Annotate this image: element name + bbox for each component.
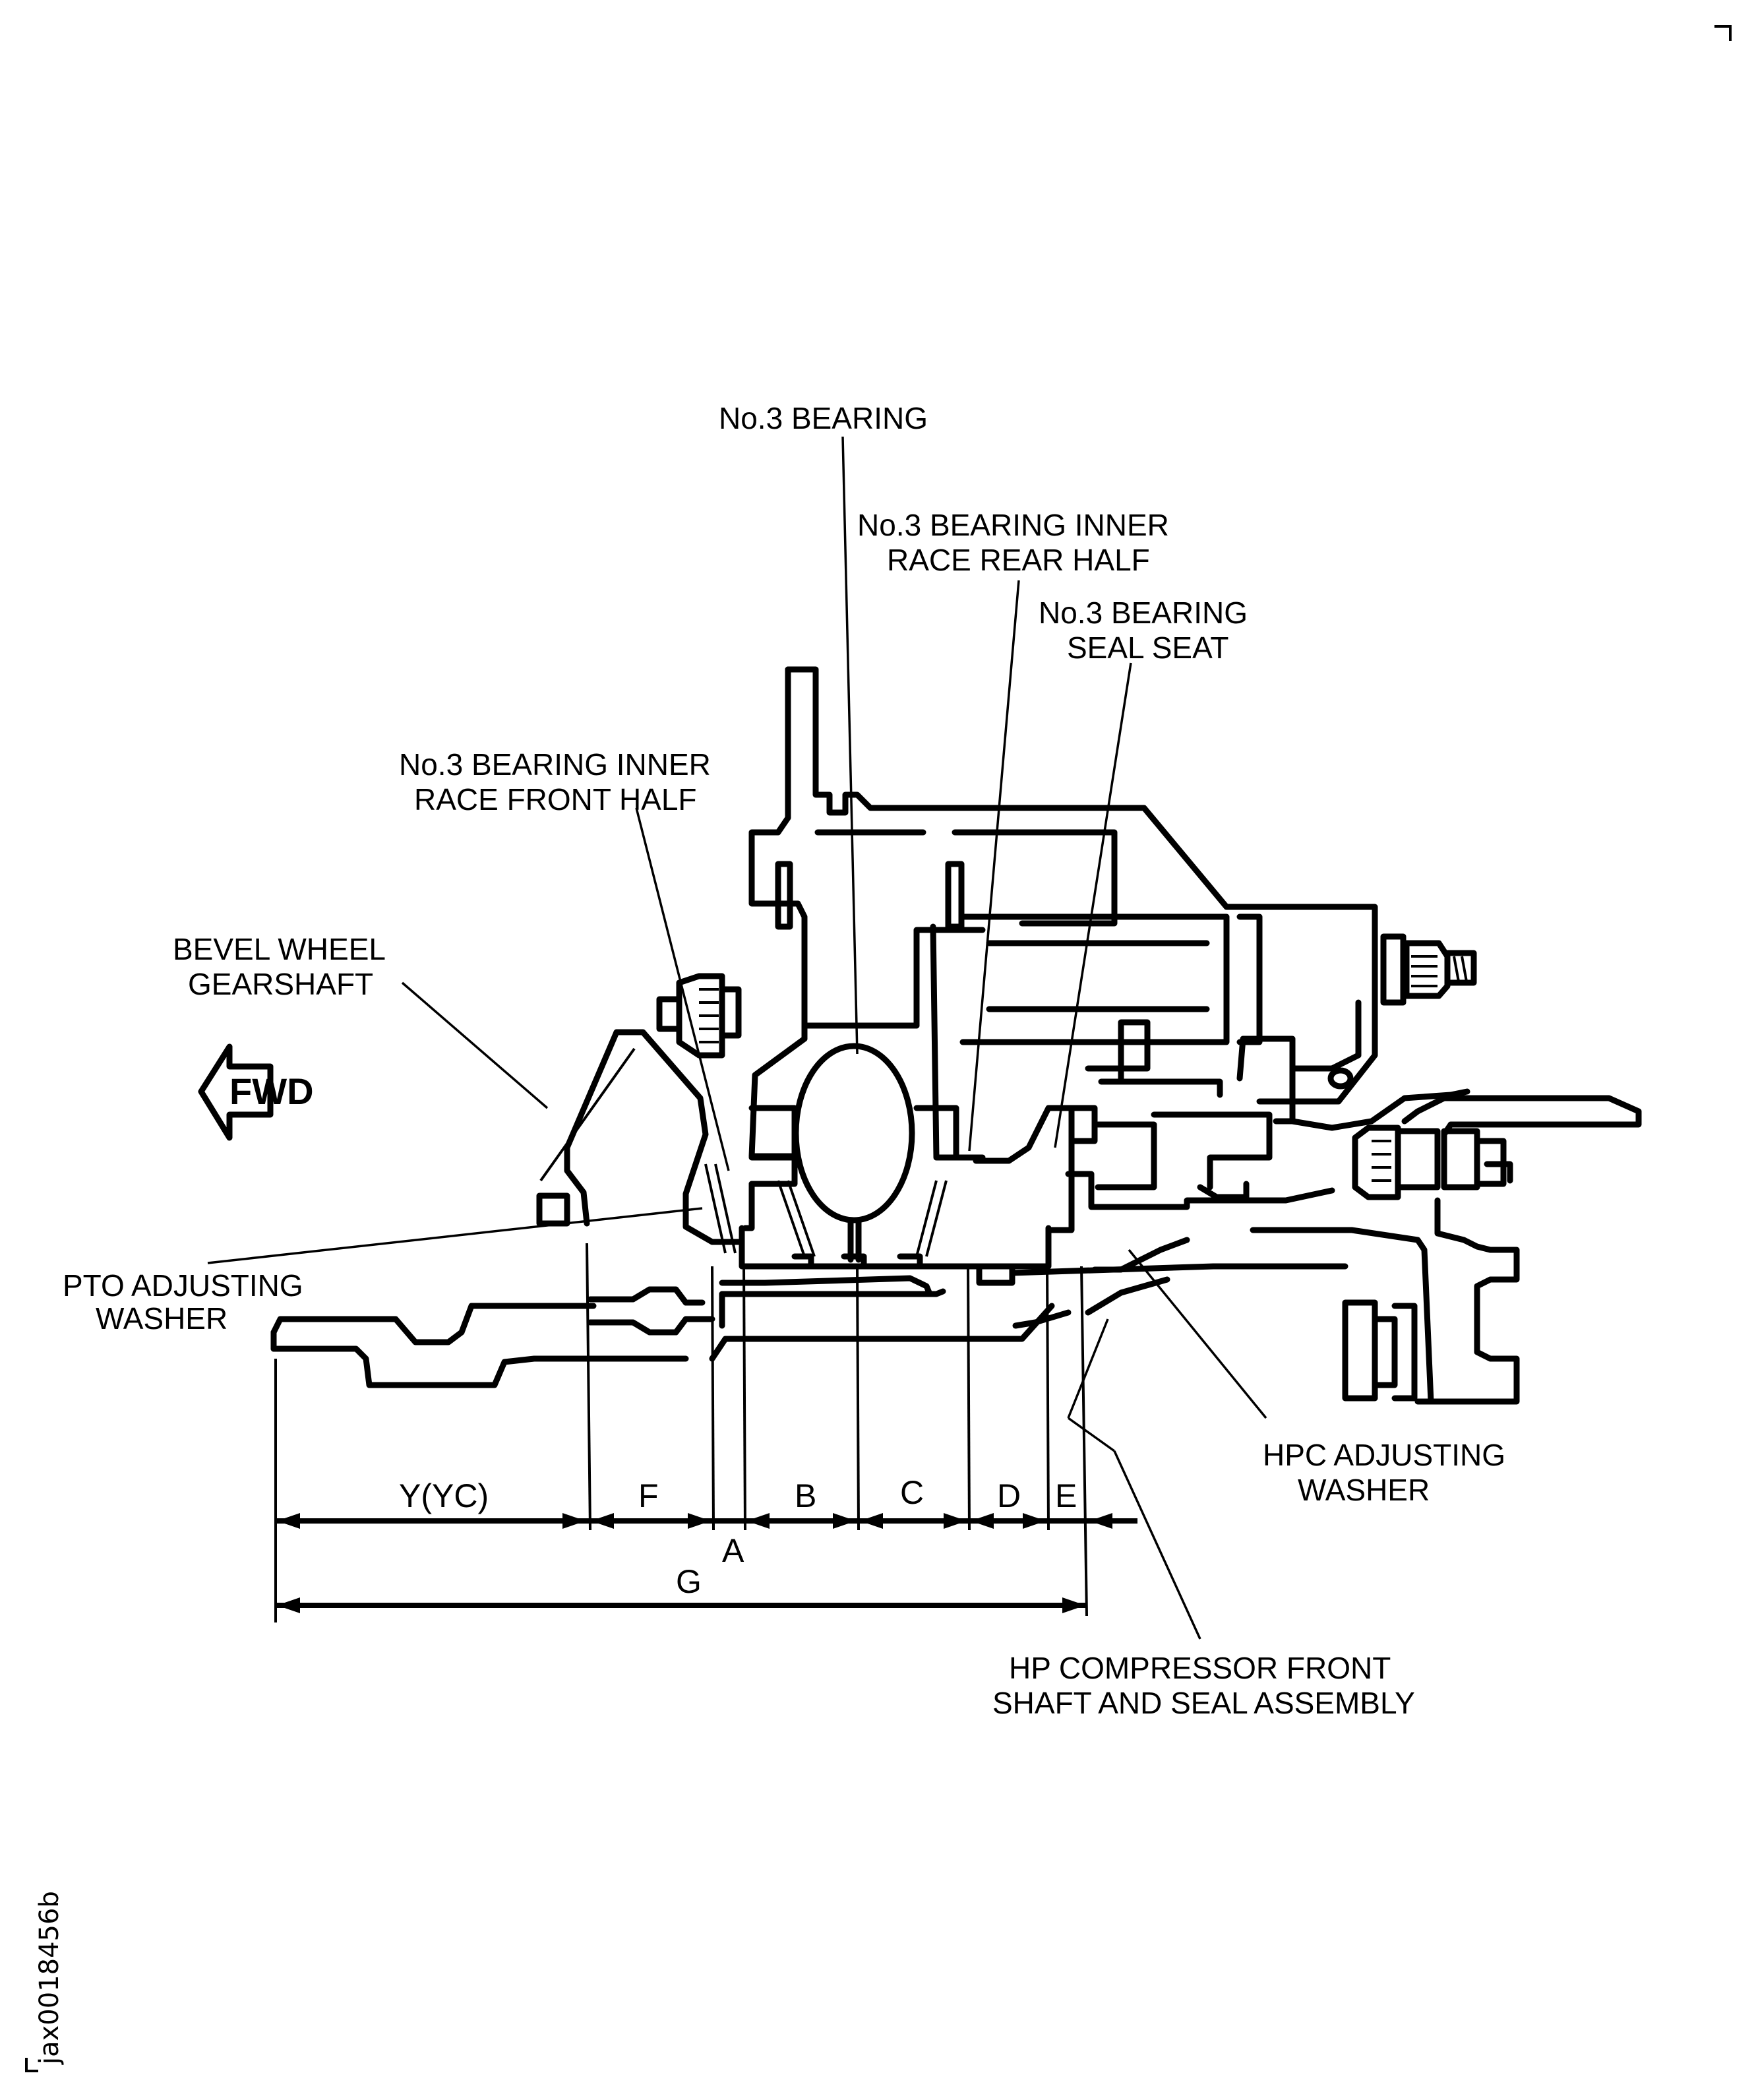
fwd-direction-arrow: FWD [198, 1043, 314, 1141]
dimension-overall: G [276, 1563, 1087, 1613]
left-nut [656, 973, 742, 1059]
callout-hpc-adjusting-washer: HPC ADJUSTING WASHER [1128, 1249, 1505, 1507]
callout-no3-inner-race-rear-half: No.3 BEARING INNER RACE REAR HALF [857, 508, 1169, 1152]
callout-text-line1: PTO ADJUSTING [63, 1268, 303, 1303]
no3-bearing-ball [793, 1043, 915, 1263]
callout-no3-seal-seat: No.3 BEARING SEAL SEAT [1039, 596, 1248, 1148]
callout-text-line2: WASHER [96, 1301, 227, 1336]
callout-text-line2: RACE REAR HALF [887, 543, 1150, 577]
rear-bracket [1091, 1197, 1520, 1405]
main-shaft [270, 1275, 946, 1388]
figure-id: jax0018456b [25, 1891, 65, 2072]
callout-text-line2: SEAL SEAT [1067, 631, 1228, 665]
arrow-left-icon [198, 1043, 274, 1141]
figure-id-text: jax0018456b [34, 1891, 65, 2065]
hp-compressor-front-shaft-part [920, 1263, 1348, 1342]
dimension-label-y-yc: Y(YC) [399, 1477, 489, 1514]
dimension-label-f: F [638, 1477, 659, 1514]
callout-text-line1: BEVEL WHEEL [173, 932, 386, 966]
bevel-wheel-gearshaft-part [536, 1029, 745, 1245]
callout-text-line2: WASHER [1298, 1473, 1430, 1507]
rear-housing [1065, 999, 1470, 1210]
callout-bevel-wheel-gearshaft: BEVEL WHEEL GEARSHAFT [173, 932, 549, 1109]
callout-text-line1: HP COMPRESSOR FRONT [1009, 1651, 1391, 1685]
inner-race-halves [704, 1163, 1052, 1286]
dimension-label-e: E [1055, 1477, 1077, 1514]
hpc-flange [1352, 1095, 1642, 1200]
dimension-label-a: A [722, 1532, 744, 1569]
seal-seat [973, 1105, 1098, 1233]
callout-text-line2: RACE FRONT HALF [414, 782, 697, 817]
callout-text-line1: No.3 BEARING [1039, 596, 1248, 630]
dimension-label-b: B [795, 1477, 816, 1514]
callout-no3-inner-race-front-half: No.3 BEARING INNER RACE FRONT HALF [399, 747, 730, 1171]
fwd-label: FWD [229, 1070, 314, 1112]
dimension-label-c: C [900, 1474, 924, 1511]
callout-text-line1: No.3 BEARING INNER [399, 747, 711, 782]
callout-text-line1: HPC ADJUSTING [1263, 1438, 1505, 1472]
dimension-label-d: D [997, 1477, 1021, 1514]
callout-pto-adjusting-washer: PTO ADJUSTING WASHER [63, 1207, 703, 1336]
callout-hp-compressor-front-shaft: HP COMPRESSOR FRONT SHAFT AND SEAL ASSEM… [992, 1318, 1415, 1720]
callout-text-line2: GEARSHAFT [188, 967, 373, 1001]
dimension-label-g: G [676, 1563, 702, 1600]
crop-mark-top-right [1714, 25, 1732, 41]
bearing-support-rollers [959, 913, 1263, 1045]
callout-text-line2: SHAFT AND SEAL ASSEMBLY [992, 1686, 1415, 1720]
top-right-nut [1380, 933, 1477, 1006]
dimension-row-1: Y(YC) F A B C D E [276, 1474, 1137, 1569]
bearing-studs [775, 829, 1118, 930]
bearing-housing [742, 666, 1378, 1231]
callout-text: No.3 BEARING [719, 401, 928, 435]
extension-lines [274, 1243, 1088, 1622]
callout-text-line1: No.3 BEARING INNER [857, 508, 1169, 542]
callout-no3-bearing: No.3 BEARING [719, 401, 928, 1055]
no3-bearing-cage [748, 920, 986, 1161]
